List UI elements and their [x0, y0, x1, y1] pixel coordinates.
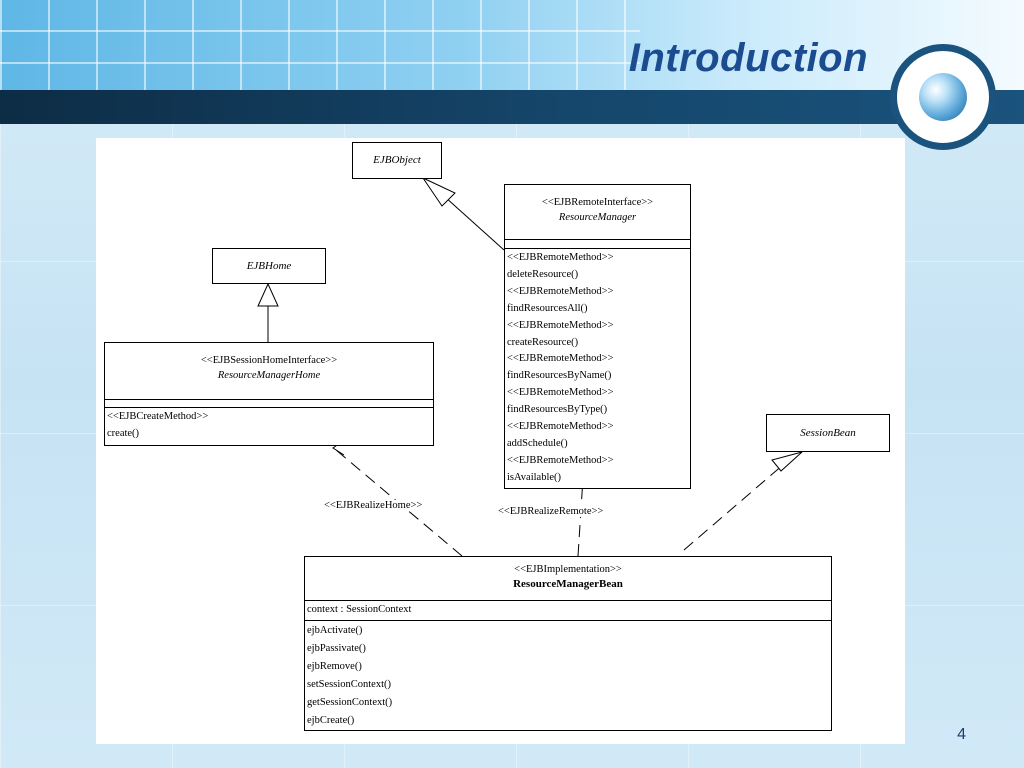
method-line: <<EJBRemoteMethod>> [507, 319, 614, 331]
class-resourcemanagerhome: <<EJBSessionHomeInterface>> ResourceMana… [104, 342, 434, 446]
class-name: ResourceManager [558, 212, 637, 223]
method-line: <<EJBRemoteMethod>> [507, 387, 614, 399]
method-line: ejbCreate() [307, 715, 355, 726]
slide-title: Introduction [628, 36, 868, 80]
header-grid-pattern [0, 0, 640, 90]
attribute-line: context : SessionContext [307, 604, 412, 615]
class-ejbobject: EJBObject [352, 142, 442, 179]
method-line: isAvailable() [507, 471, 562, 483]
method-line: createResource() [507, 336, 579, 348]
class-name: ResourceManagerBean [513, 578, 623, 590]
relation-label-realize-home: <<EJBRealizeHome>> [324, 500, 423, 511]
attributes-section [105, 399, 433, 407]
page-number: 4 [957, 726, 966, 743]
arrowhead-sessionbean [771, 451, 803, 472]
class-name: ResourceManagerHome [217, 370, 321, 381]
method-line: ejbRemove() [307, 661, 362, 672]
realize-sessionbean-connector [683, 463, 785, 551]
method-line: <<EJBRemoteMethod>> [507, 454, 614, 466]
stereotype: <<EJBImplementation>> [514, 564, 622, 575]
class-ejbhome: EJBHome [212, 248, 326, 284]
stereotype: <<EJBSessionHomeInterface>> [200, 355, 338, 366]
class-header: <<EJBSessionHomeInterface>> ResourceMana… [105, 343, 433, 399]
method-line: <<EJBRemoteMethod>> [507, 421, 614, 433]
methods-section: ejbActivate() ejbPassivate() ejbRemove()… [305, 620, 831, 730]
arrowhead-ejbobject [421, 176, 456, 207]
stereotype: <<EJBRemoteInterface>> [541, 197, 654, 208]
method-line: create() [107, 427, 140, 439]
attributes-section: context : SessionContext [305, 600, 831, 620]
header-dark-bar [0, 90, 1024, 124]
class-header: <<EJBRemoteInterface>> ResourceManager [505, 185, 690, 239]
relation-label-realize-remote: <<EJBRealizeRemote>> [498, 506, 604, 517]
method-line: findResourcesByName() [507, 370, 612, 382]
uml-class-diagram: EJBObject EJBHome SessionBean <<EJBRemot… [96, 138, 905, 744]
method-line: <<EJBCreateMethod>> [107, 411, 209, 422]
method-line: setSessionContext() [307, 679, 391, 690]
method-line: ejbPassivate() [307, 643, 366, 654]
method-line: addSchedule() [507, 437, 568, 449]
method-line: findResourcesAll() [507, 302, 588, 314]
method-line: <<EJBRemoteMethod>> [507, 285, 614, 297]
method-line: findResourcesByType() [507, 404, 608, 416]
class-resourcemanager: <<EJBRemoteInterface>> ResourceManager <… [504, 184, 691, 489]
method-line: <<EJBRemoteMethod>> [507, 252, 614, 263]
method-line: getSessionContext() [307, 697, 393, 708]
method-line: <<EJBRemoteMethod>> [507, 353, 614, 365]
method-line: ejbActivate() [307, 625, 363, 636]
methods-section: <<EJBRemoteMethod>> deleteResource() <<E… [505, 248, 690, 487]
globe-badge [890, 44, 996, 150]
class-sessionbean: SessionBean [766, 414, 890, 452]
class-resourcemanagerbean: <<EJBImplementation>> ResourceManagerBea… [304, 556, 832, 731]
header-band [0, 0, 1024, 90]
class-name: EJBObject [373, 154, 421, 166]
realize-remote-connector [577, 477, 584, 557]
arrowhead-ejbhome [257, 282, 279, 307]
class-name: SessionBean [800, 427, 856, 439]
class-name: EJBHome [246, 260, 292, 272]
methods-section: <<EJBCreateMethod>> create() [105, 407, 433, 443]
method-line: deleteResource() [507, 268, 579, 280]
attributes-section [505, 239, 690, 248]
globe-icon [919, 73, 967, 121]
class-header: <<EJBImplementation>> ResourceManagerBea… [305, 557, 831, 600]
